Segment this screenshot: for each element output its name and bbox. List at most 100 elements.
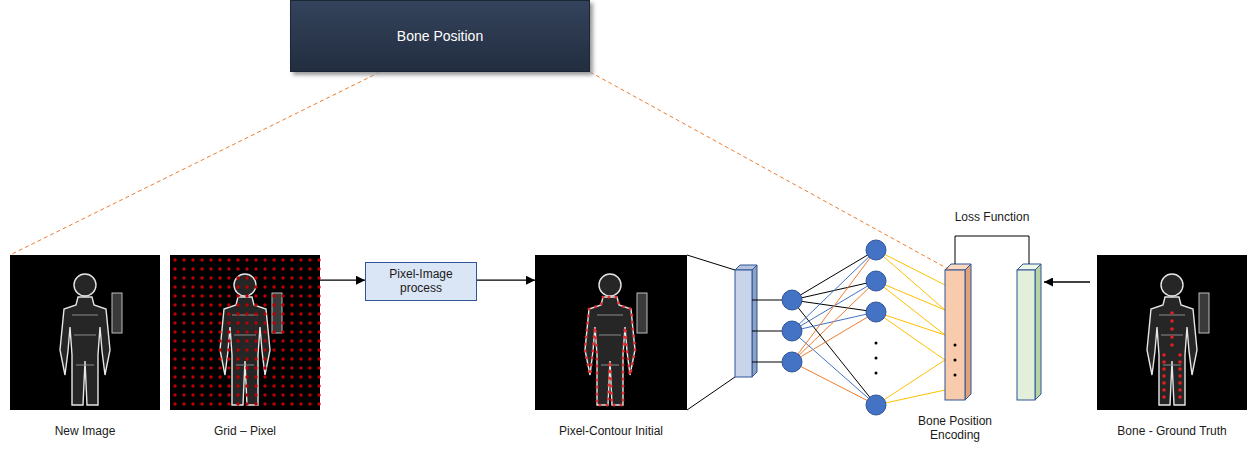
grid-dot xyxy=(254,285,257,288)
grid-dot xyxy=(173,366,176,369)
grid-dot xyxy=(281,384,284,387)
figure-bag xyxy=(1199,293,1209,333)
grid-dot xyxy=(191,267,194,270)
grid-dot xyxy=(299,402,302,405)
network-link xyxy=(876,281,945,335)
contour-dot xyxy=(585,329,588,332)
network-link xyxy=(876,281,945,310)
contour-dot xyxy=(590,363,593,366)
grid-dot xyxy=(200,294,203,297)
grid-dot xyxy=(173,294,176,297)
grid-dot xyxy=(290,375,293,378)
network-link xyxy=(752,331,782,332)
grid-dot xyxy=(317,348,320,351)
grid-dot xyxy=(218,339,221,342)
grid-dot xyxy=(227,321,230,324)
grid-dot xyxy=(308,258,311,261)
bone-dot xyxy=(1170,343,1174,347)
image-ground xyxy=(10,255,160,410)
ellipsis-dot xyxy=(875,357,878,360)
grid-dot xyxy=(227,366,230,369)
contour-dot xyxy=(626,357,629,360)
grid-dot xyxy=(281,258,284,261)
grid-dot xyxy=(254,366,257,369)
grid-dot xyxy=(290,294,293,297)
grid-dot xyxy=(290,258,293,261)
grid-dot xyxy=(173,402,176,405)
grid-dot xyxy=(308,294,311,297)
contour-dot xyxy=(594,337,597,340)
grid-dot xyxy=(218,321,221,324)
contour-dot xyxy=(589,370,592,373)
grid-dot xyxy=(218,258,221,261)
contour-dot xyxy=(622,378,625,381)
grid-dot xyxy=(308,402,311,405)
grid-dot xyxy=(182,276,185,279)
grid-dot xyxy=(236,258,239,261)
grid-dot xyxy=(209,294,212,297)
grid-dot xyxy=(254,393,257,396)
contour-dot xyxy=(622,399,625,402)
grid-dot xyxy=(263,375,266,378)
grid-dot xyxy=(236,384,239,387)
neuron xyxy=(782,352,802,372)
grid-dot xyxy=(299,375,302,378)
contour-dot xyxy=(619,404,622,407)
image-ground xyxy=(1097,255,1247,410)
grid-dot xyxy=(191,321,194,324)
contour-dot xyxy=(624,336,627,339)
grid-dot xyxy=(281,348,284,351)
grid-dot xyxy=(263,321,266,324)
grid-dot xyxy=(263,303,266,306)
grid-dot xyxy=(290,267,293,270)
grid-dot xyxy=(200,267,203,270)
contour-dot xyxy=(602,296,605,299)
grid-dot xyxy=(200,312,203,315)
contour-dot xyxy=(622,371,625,374)
bone-dot xyxy=(1178,360,1182,364)
grid-dot xyxy=(236,312,239,315)
neuron xyxy=(782,321,802,341)
grid-dot xyxy=(245,267,248,270)
grid-dot xyxy=(245,285,248,288)
figure-bag xyxy=(112,293,122,333)
grid-dot xyxy=(218,384,221,387)
grid-dot xyxy=(299,384,302,387)
grid-dot xyxy=(236,366,239,369)
grid-dot xyxy=(272,339,275,342)
contour-dot xyxy=(596,365,599,368)
grid-dot xyxy=(281,285,284,288)
grid-dot xyxy=(308,267,311,270)
ellipsis-dot xyxy=(954,359,957,362)
contour-dot xyxy=(600,302,603,305)
grid-dot xyxy=(272,303,275,306)
grid-dot xyxy=(299,267,302,270)
grid-dot xyxy=(254,375,257,378)
grid-dot xyxy=(308,348,311,351)
contour-dot xyxy=(623,329,626,332)
grid-dot xyxy=(308,285,311,288)
grid-dot xyxy=(173,384,176,387)
grid-dot xyxy=(191,276,194,279)
grid-dot xyxy=(290,339,293,342)
contour-dot xyxy=(594,305,597,308)
contour-dot xyxy=(625,343,628,346)
grid-dot xyxy=(272,393,275,396)
grid-dot xyxy=(308,393,311,396)
bone-dot xyxy=(1170,327,1174,331)
grid-dot xyxy=(173,348,176,351)
grid-dot xyxy=(299,339,302,342)
grid-dot xyxy=(317,330,320,333)
grid-dot xyxy=(317,303,320,306)
grid-dot xyxy=(209,366,212,369)
input-bar xyxy=(735,270,752,377)
grid-dot xyxy=(254,321,257,324)
grid-dot xyxy=(290,276,293,279)
figure-outline xyxy=(1147,297,1197,405)
grid-dot xyxy=(236,339,239,342)
grid-dot xyxy=(281,312,284,315)
bone-dot xyxy=(1178,381,1182,385)
grid-dot xyxy=(281,357,284,360)
grid-dot xyxy=(209,393,212,396)
grid-dot xyxy=(191,348,194,351)
